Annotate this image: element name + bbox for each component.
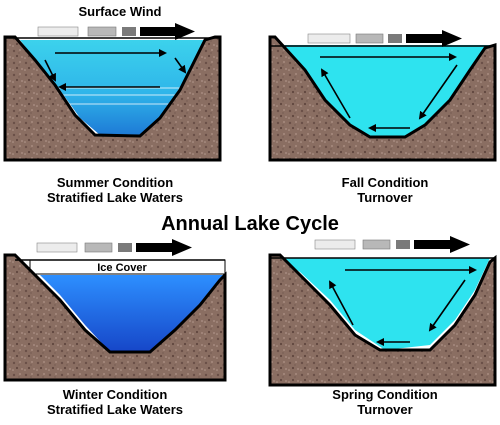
- summer-caption-line1: Summer Condition: [56, 175, 174, 190]
- winter-rock: [3, 253, 227, 382]
- fall-panel: [268, 35, 497, 162]
- ice-cover-label: Ice Cover: [97, 262, 147, 274]
- fall-circulation-arrows: [320, 53, 458, 132]
- winter-panel: [3, 253, 227, 382]
- summer-circulation-arrows: [44, 49, 187, 91]
- summer-caption-line2: Stratified Lake Waters: [46, 189, 184, 205]
- winter-caption-line1: Winter Condition: [62, 387, 168, 402]
- summer-panel: [3, 35, 222, 162]
- fall-caption: Fall Condition Turnover: [285, 175, 485, 206]
- wind-arrow-spring: [314, 236, 470, 253]
- diagram-title: Annual Lake Cycle: [161, 213, 339, 235]
- winter-caption-line2: Stratified Lake Waters: [46, 401, 184, 417]
- summer-thermocline-lines: [58, 87, 180, 105]
- wind-arrow-fall: [307, 30, 462, 47]
- spring-circulation-arrows: [329, 266, 477, 346]
- fall-rock: [268, 35, 497, 162]
- spring-caption: Spring Condition Turnover: [285, 387, 485, 418]
- wind-arrow-summer: [37, 23, 195, 40]
- fall-caption-line1: Fall Condition: [341, 175, 429, 190]
- summer-caption: Summer Condition Stratified Lake Waters: [15, 175, 215, 206]
- summer-rock: [3, 35, 222, 162]
- fall-caption-line2: Turnover: [357, 189, 413, 205]
- spring-caption-line2: Turnover: [357, 401, 413, 417]
- winter-caption: Winter Condition Stratified Lake Waters: [15, 387, 215, 418]
- spring-panel: [268, 253, 497, 387]
- spring-caption-line1: Spring Condition: [332, 387, 438, 402]
- winter-water: [40, 275, 225, 352]
- spring-rock: [268, 253, 497, 387]
- surface-wind-label: Surface Wind: [78, 4, 162, 19]
- wind-arrow-winter: [36, 239, 192, 256]
